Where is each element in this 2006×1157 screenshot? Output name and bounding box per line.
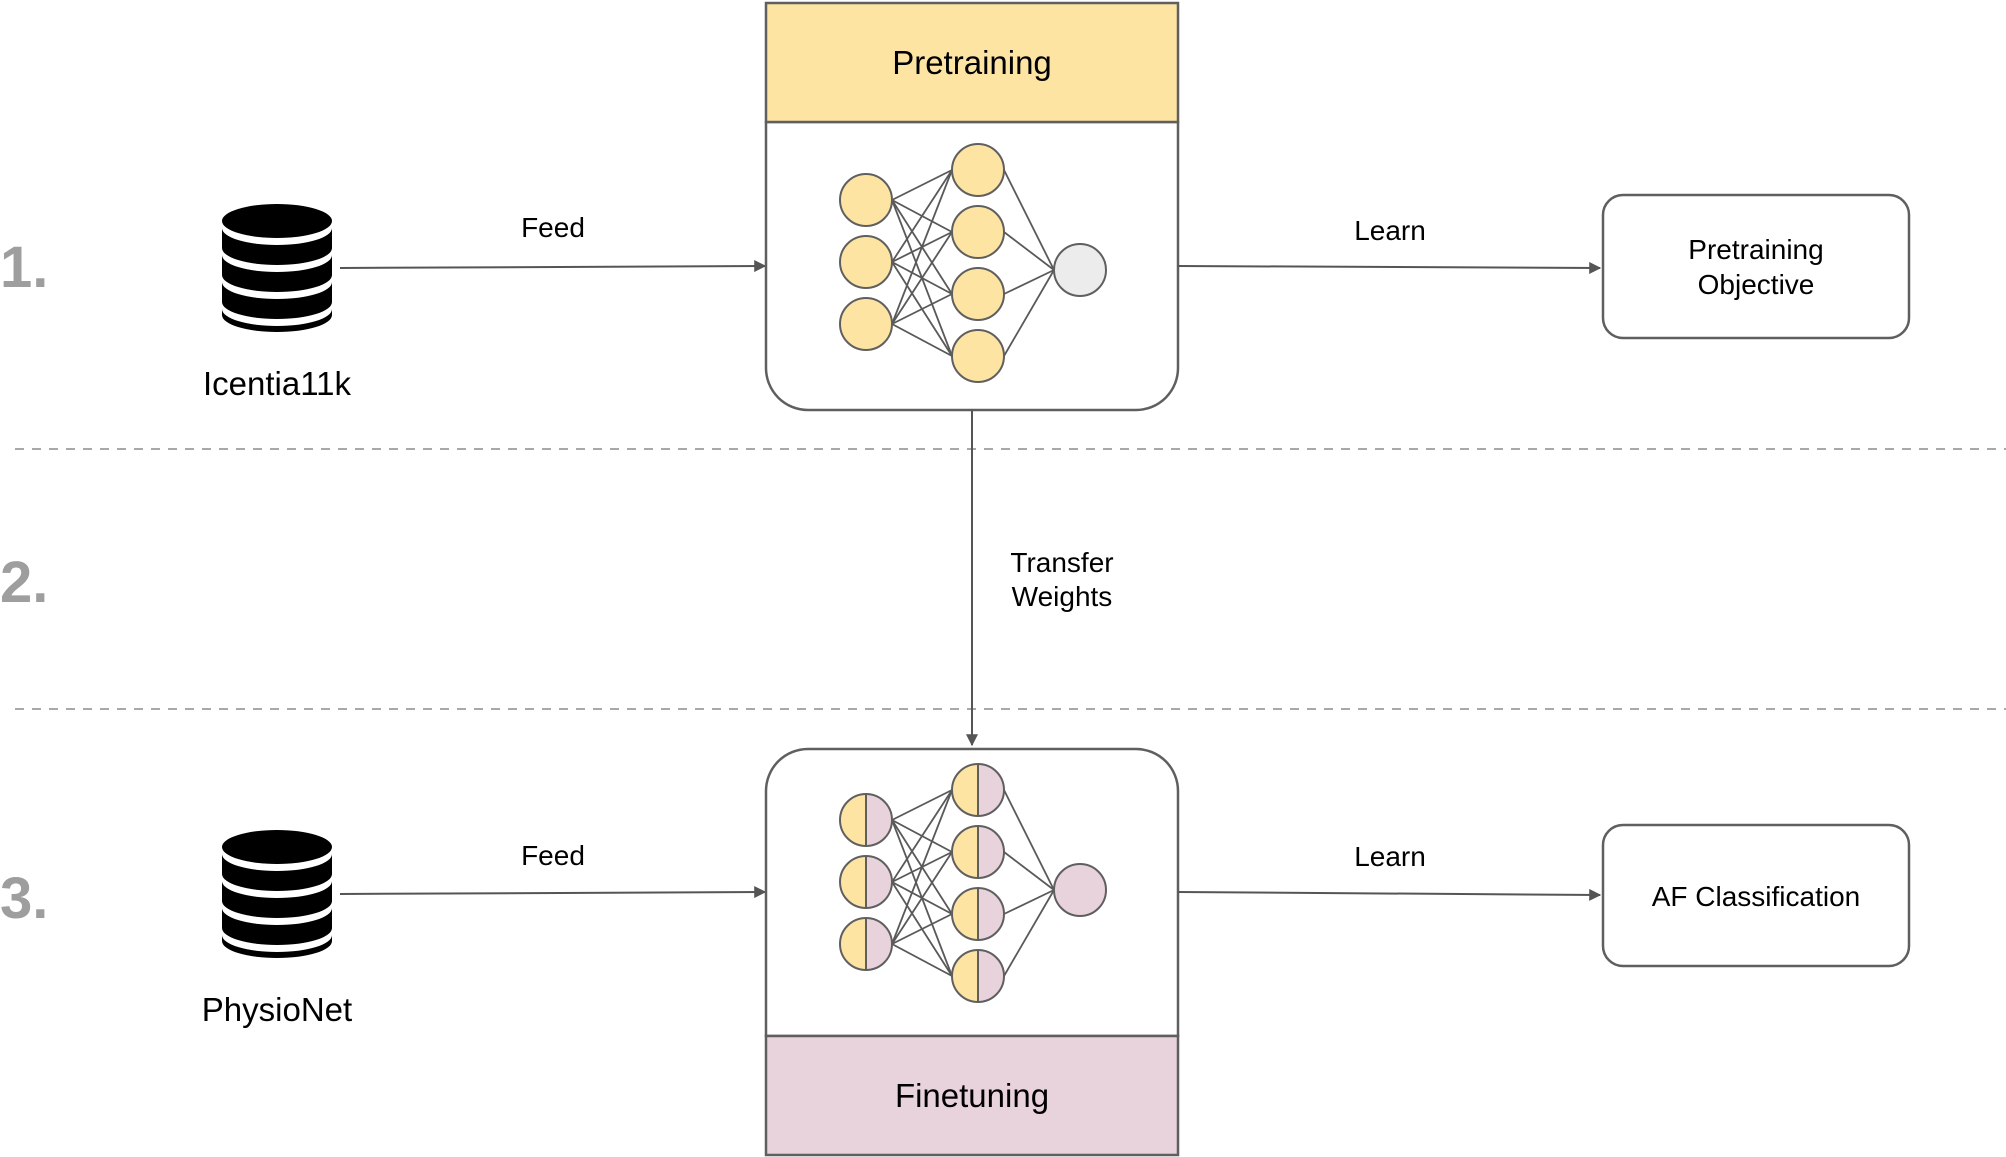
input-node-2 [839,235,893,289]
step-number-3: 3. [0,866,48,931]
feed-arrow-3 [339,886,767,899]
feed-arrow-1 [339,260,767,273]
learn-label-1: Learn [1354,215,1426,246]
pretraining-objective-label-line1: Pretraining [1688,234,1823,265]
af-classification-box [1601,823,1911,968]
step-number-2: 2. [0,550,48,615]
step-number-1: 1. [0,235,48,300]
dataset-label-icentia11k: Icentia11k [203,365,351,402]
hidden-node-2 [951,205,1005,259]
transfer-label-line2: Weights [1012,581,1113,612]
output-node [1053,863,1107,917]
learn-label-3: Learn [1354,841,1426,872]
feed-label-1: Feed [521,212,585,243]
hidden-node-1 [951,143,1005,197]
learn-arrow-3 [1177,888,1602,901]
network-connections [891,789,1055,977]
hidden-node-4 [951,329,1005,383]
input-node-1 [839,793,893,847]
hidden-node-3 [951,887,1005,941]
pretraining-objective-label-line2: Objective [1698,269,1815,300]
input-node-3 [839,917,893,971]
dataset-label-physionet: PhysioNet [202,991,352,1028]
input-node-2 [839,855,893,909]
pretraining-header-label: Pretraining [892,44,1052,81]
finetuning-header [764,1034,1180,1157]
hidden-node-2 [951,825,1005,879]
input-node-3 [839,297,893,351]
network-connections [891,169,1055,357]
database-icon [222,204,332,332]
finetuning-header-label: Finetuning [895,1077,1049,1114]
neural-network-icon [839,143,1107,383]
neural-network-icon [839,763,1107,1003]
pretraining-objective-box [1601,193,1911,340]
input-node-1 [839,173,893,227]
hidden-node-1 [951,763,1005,817]
transfer-label-line1: Transfer [1010,547,1113,578]
learn-arrow-1 [1177,261,1602,274]
output-node [1053,243,1107,297]
pretraining-header [764,1,1180,124]
hidden-node-3 [951,267,1005,321]
af-classification-label: AF Classification [1652,881,1861,912]
feed-label-3: Feed [521,840,585,871]
database-icon [222,830,332,958]
hidden-node-4 [951,949,1005,1003]
